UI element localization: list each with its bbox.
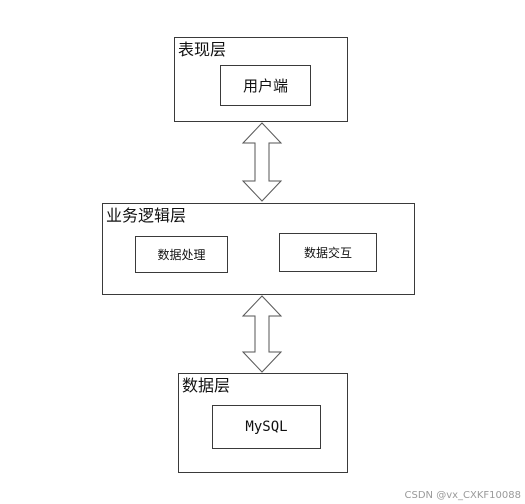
data-exchange-box: 数据交互 — [279, 233, 377, 272]
business-logic-layer: 业务逻辑层 数据处理 数据交互 — [102, 203, 415, 295]
watermark: CSDN @vx_CXKF10088 — [404, 490, 521, 501]
business-logic-layer-title: 业务逻辑层 — [106, 206, 187, 225]
data-layer: 数据层 MySQL — [178, 373, 348, 473]
presentation-layer-title: 表现层 — [178, 40, 227, 59]
mysql-box: MySQL — [212, 405, 321, 449]
data-layer-title: 数据层 — [182, 376, 231, 395]
client-box: 用户端 — [220, 65, 311, 106]
data-processing-box: 数据处理 — [135, 236, 228, 273]
presentation-layer: 表现层 用户端 — [174, 37, 348, 122]
